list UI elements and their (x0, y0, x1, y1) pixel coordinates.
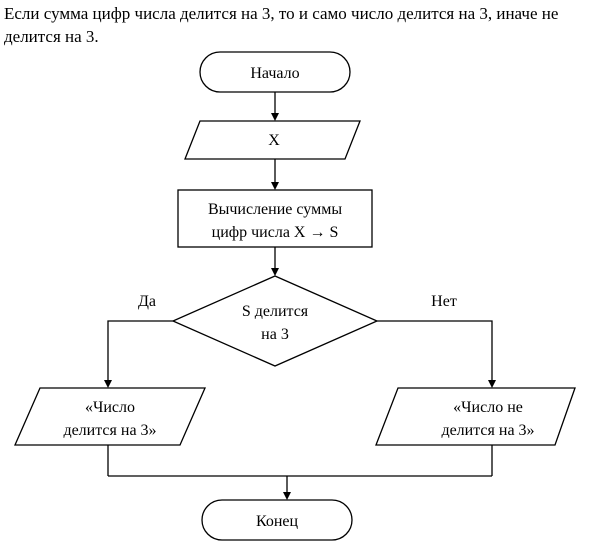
input-label: X (268, 132, 280, 149)
input-shape (184, 120, 361, 160)
arrowhead (271, 268, 279, 276)
start-terminator: Начало (199, 51, 351, 93)
output-no-line-1: «Число не (453, 399, 523, 416)
process-line-2: цифр числа X → S (212, 224, 339, 241)
arrowhead (104, 380, 112, 388)
output-yes-line-2: делится на 3» (63, 422, 156, 439)
no-label: Нет (431, 293, 457, 310)
process-block: Вычисление суммы цифр числа X → S (177, 189, 373, 248)
decision-line-2: на 3 (261, 326, 289, 343)
connector-yes-branch (107, 320, 173, 380)
end-label: Конец (256, 513, 299, 530)
output-no-block: «Число не делится на 3» (375, 387, 576, 446)
intro-text: Если сумма цифр числа делится на 3, то и… (4, 4, 559, 46)
output-yes-line-1: «Число (85, 399, 135, 416)
process-shape (177, 189, 373, 248)
arrowhead (488, 380, 496, 388)
yes-label: Да (138, 293, 156, 310)
end-terminator-shape (201, 499, 353, 541)
output-no-shape (375, 387, 576, 446)
connector-no-branch (377, 320, 493, 380)
process-line-1: Вычисление суммы (208, 201, 342, 218)
arrowhead (283, 492, 291, 500)
decision-line-1: S делится (242, 303, 309, 320)
output-yes-shape (14, 387, 206, 446)
decision-shape (171, 275, 379, 367)
end-terminator: Конец (201, 499, 353, 541)
arrowhead (271, 113, 279, 121)
output-no-line-2: делится на 3» (441, 422, 534, 439)
arrowhead (271, 182, 279, 190)
decision-block: S делится на 3 (171, 275, 379, 367)
input-block: X (184, 120, 361, 160)
start-label: Начало (250, 65, 299, 82)
output-yes-block: «Число делится на 3» (14, 387, 206, 446)
